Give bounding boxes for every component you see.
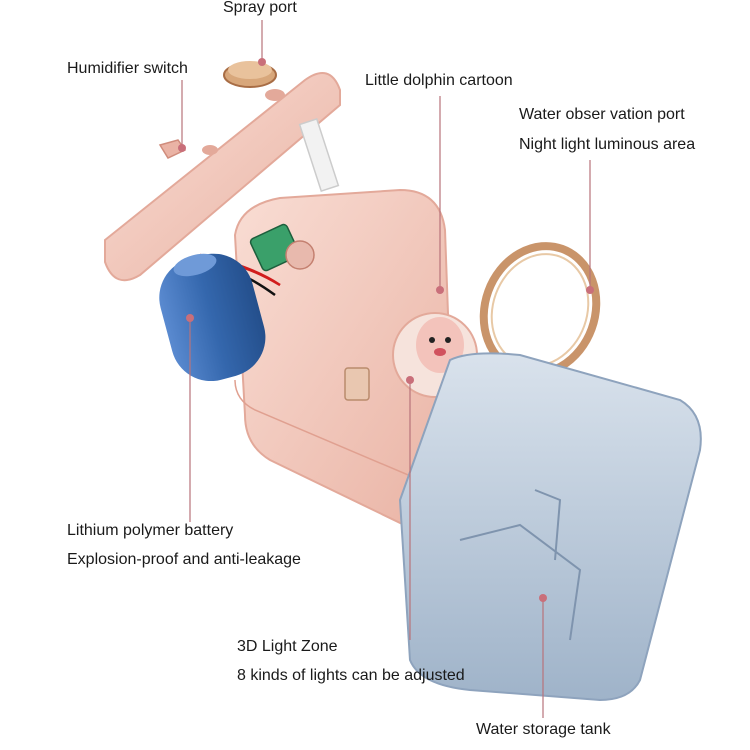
- humidifier-switch-label: Humidifier switch: [67, 60, 188, 77]
- water-observation-port-label: Water obser vation port: [519, 106, 685, 123]
- callout-dots: [178, 58, 594, 602]
- main-body: [233, 188, 478, 537]
- 3d-light-zone-label: 3D Light Zone: [237, 638, 338, 655]
- top-lid: [104, 71, 341, 282]
- lithium-polymer-battery-label: Lithium polymer battery: [67, 522, 234, 539]
- night-light-luminous-area-label: Night light luminous area: [519, 136, 696, 153]
- atomizer-tube: [298, 117, 340, 193]
- little-dolphin-cartoon-label: Little dolphin cartoon: [365, 72, 513, 89]
- circuit-board: [249, 223, 315, 272]
- water-storage-tank-label: Water storage tank: [476, 721, 611, 738]
- lights-adjustable-label: 8 kinds of lights can be adjusted: [237, 667, 465, 684]
- spray-port-cap: [223, 61, 277, 88]
- lithium-battery: [159, 253, 266, 382]
- explosion-proof-label: Explosion-proof and anti-leakage: [67, 551, 301, 568]
- spray-port-label: Spray port: [223, 0, 297, 16]
- leader-lines: [181, 20, 591, 718]
- water-tank: [398, 352, 702, 702]
- light-module: [344, 367, 370, 401]
